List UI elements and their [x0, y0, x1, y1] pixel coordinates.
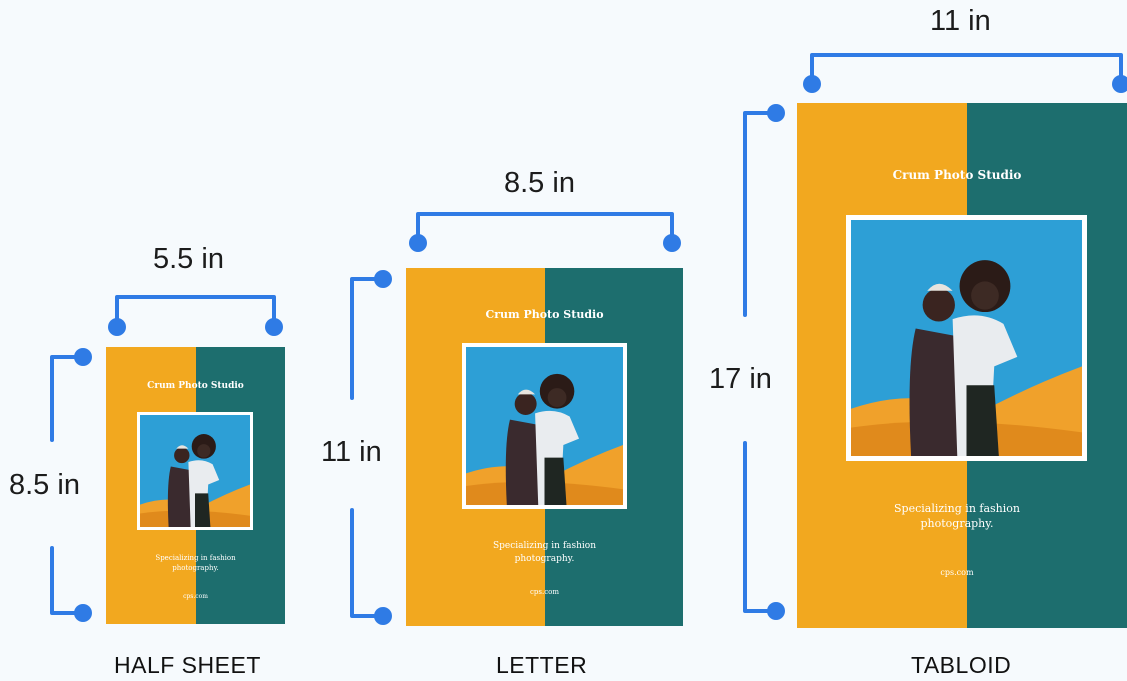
bracket-end-dot	[663, 234, 681, 252]
half-sheet-flyer: Crum Photo Studio Specializing in fashio…	[106, 347, 285, 624]
half-sheet-height-bracket-bottom	[50, 546, 85, 615]
bracket-end-dot	[803, 75, 821, 93]
bracket-end-dot	[108, 318, 126, 336]
bracket-end-dot	[767, 104, 785, 122]
website: cps.com	[530, 588, 559, 596]
letter-height-label: 11 in	[321, 436, 382, 468]
bracket-end-dot	[374, 270, 392, 288]
bracket-end-dot	[374, 607, 392, 625]
letter-flyer: Crum Photo Studio Specializing in fashio…	[406, 268, 683, 626]
bracket-end-dot	[74, 348, 92, 366]
letter-width-bracket	[416, 212, 674, 245]
website: cps.com	[183, 593, 208, 600]
tagline: Specializing in fashion photography.	[492, 541, 597, 565]
fashion-photo	[851, 220, 1082, 456]
letter-height-bracket-top	[350, 277, 385, 400]
tabloid-width-label: 11 in	[930, 5, 991, 37]
half-sheet-width-label: 5.5 in	[153, 243, 224, 275]
photo-frame	[462, 343, 627, 509]
studio-name: Crum Photo Studio	[892, 168, 1022, 182]
half-sheet-height-bracket-top	[50, 355, 85, 442]
letter-height-bracket-bottom	[350, 508, 385, 618]
photo-frame	[846, 215, 1087, 461]
tagline: Specializing in fashion photography.	[155, 554, 236, 573]
bracket-end-dot	[1112, 75, 1127, 93]
half-sheet-width-bracket	[115, 295, 276, 328]
bracket-end-dot	[409, 234, 427, 252]
studio-name: Crum Photo Studio	[485, 308, 604, 321]
studio-name: Crum Photo Studio	[147, 381, 244, 391]
tagline: Specializing in fashion photography.	[894, 502, 1020, 531]
tabloid-height-bracket-top	[743, 111, 778, 317]
tabloid-width-bracket	[810, 53, 1123, 85]
fashion-photo	[466, 347, 623, 505]
bracket-end-dot	[265, 318, 283, 336]
bracket-end-dot	[74, 604, 92, 622]
bracket-end-dot	[767, 602, 785, 620]
half-sheet-caption: HALF SHEET	[114, 652, 261, 678]
half-sheet-height-label: 8.5 in	[9, 469, 80, 501]
letter-width-label: 8.5 in	[504, 167, 575, 199]
photo-frame	[137, 412, 253, 530]
letter-caption: LETTER	[496, 652, 588, 678]
tabloid-flyer: Crum Photo Studio Specializing in fashio…	[797, 103, 1127, 628]
tabloid-height-label: 17 in	[709, 363, 772, 395]
website: cps.com	[940, 568, 974, 577]
tabloid-caption: TABLOID	[911, 652, 1012, 678]
tabloid-height-bracket-bottom	[743, 441, 778, 613]
fashion-photo	[140, 415, 250, 527]
